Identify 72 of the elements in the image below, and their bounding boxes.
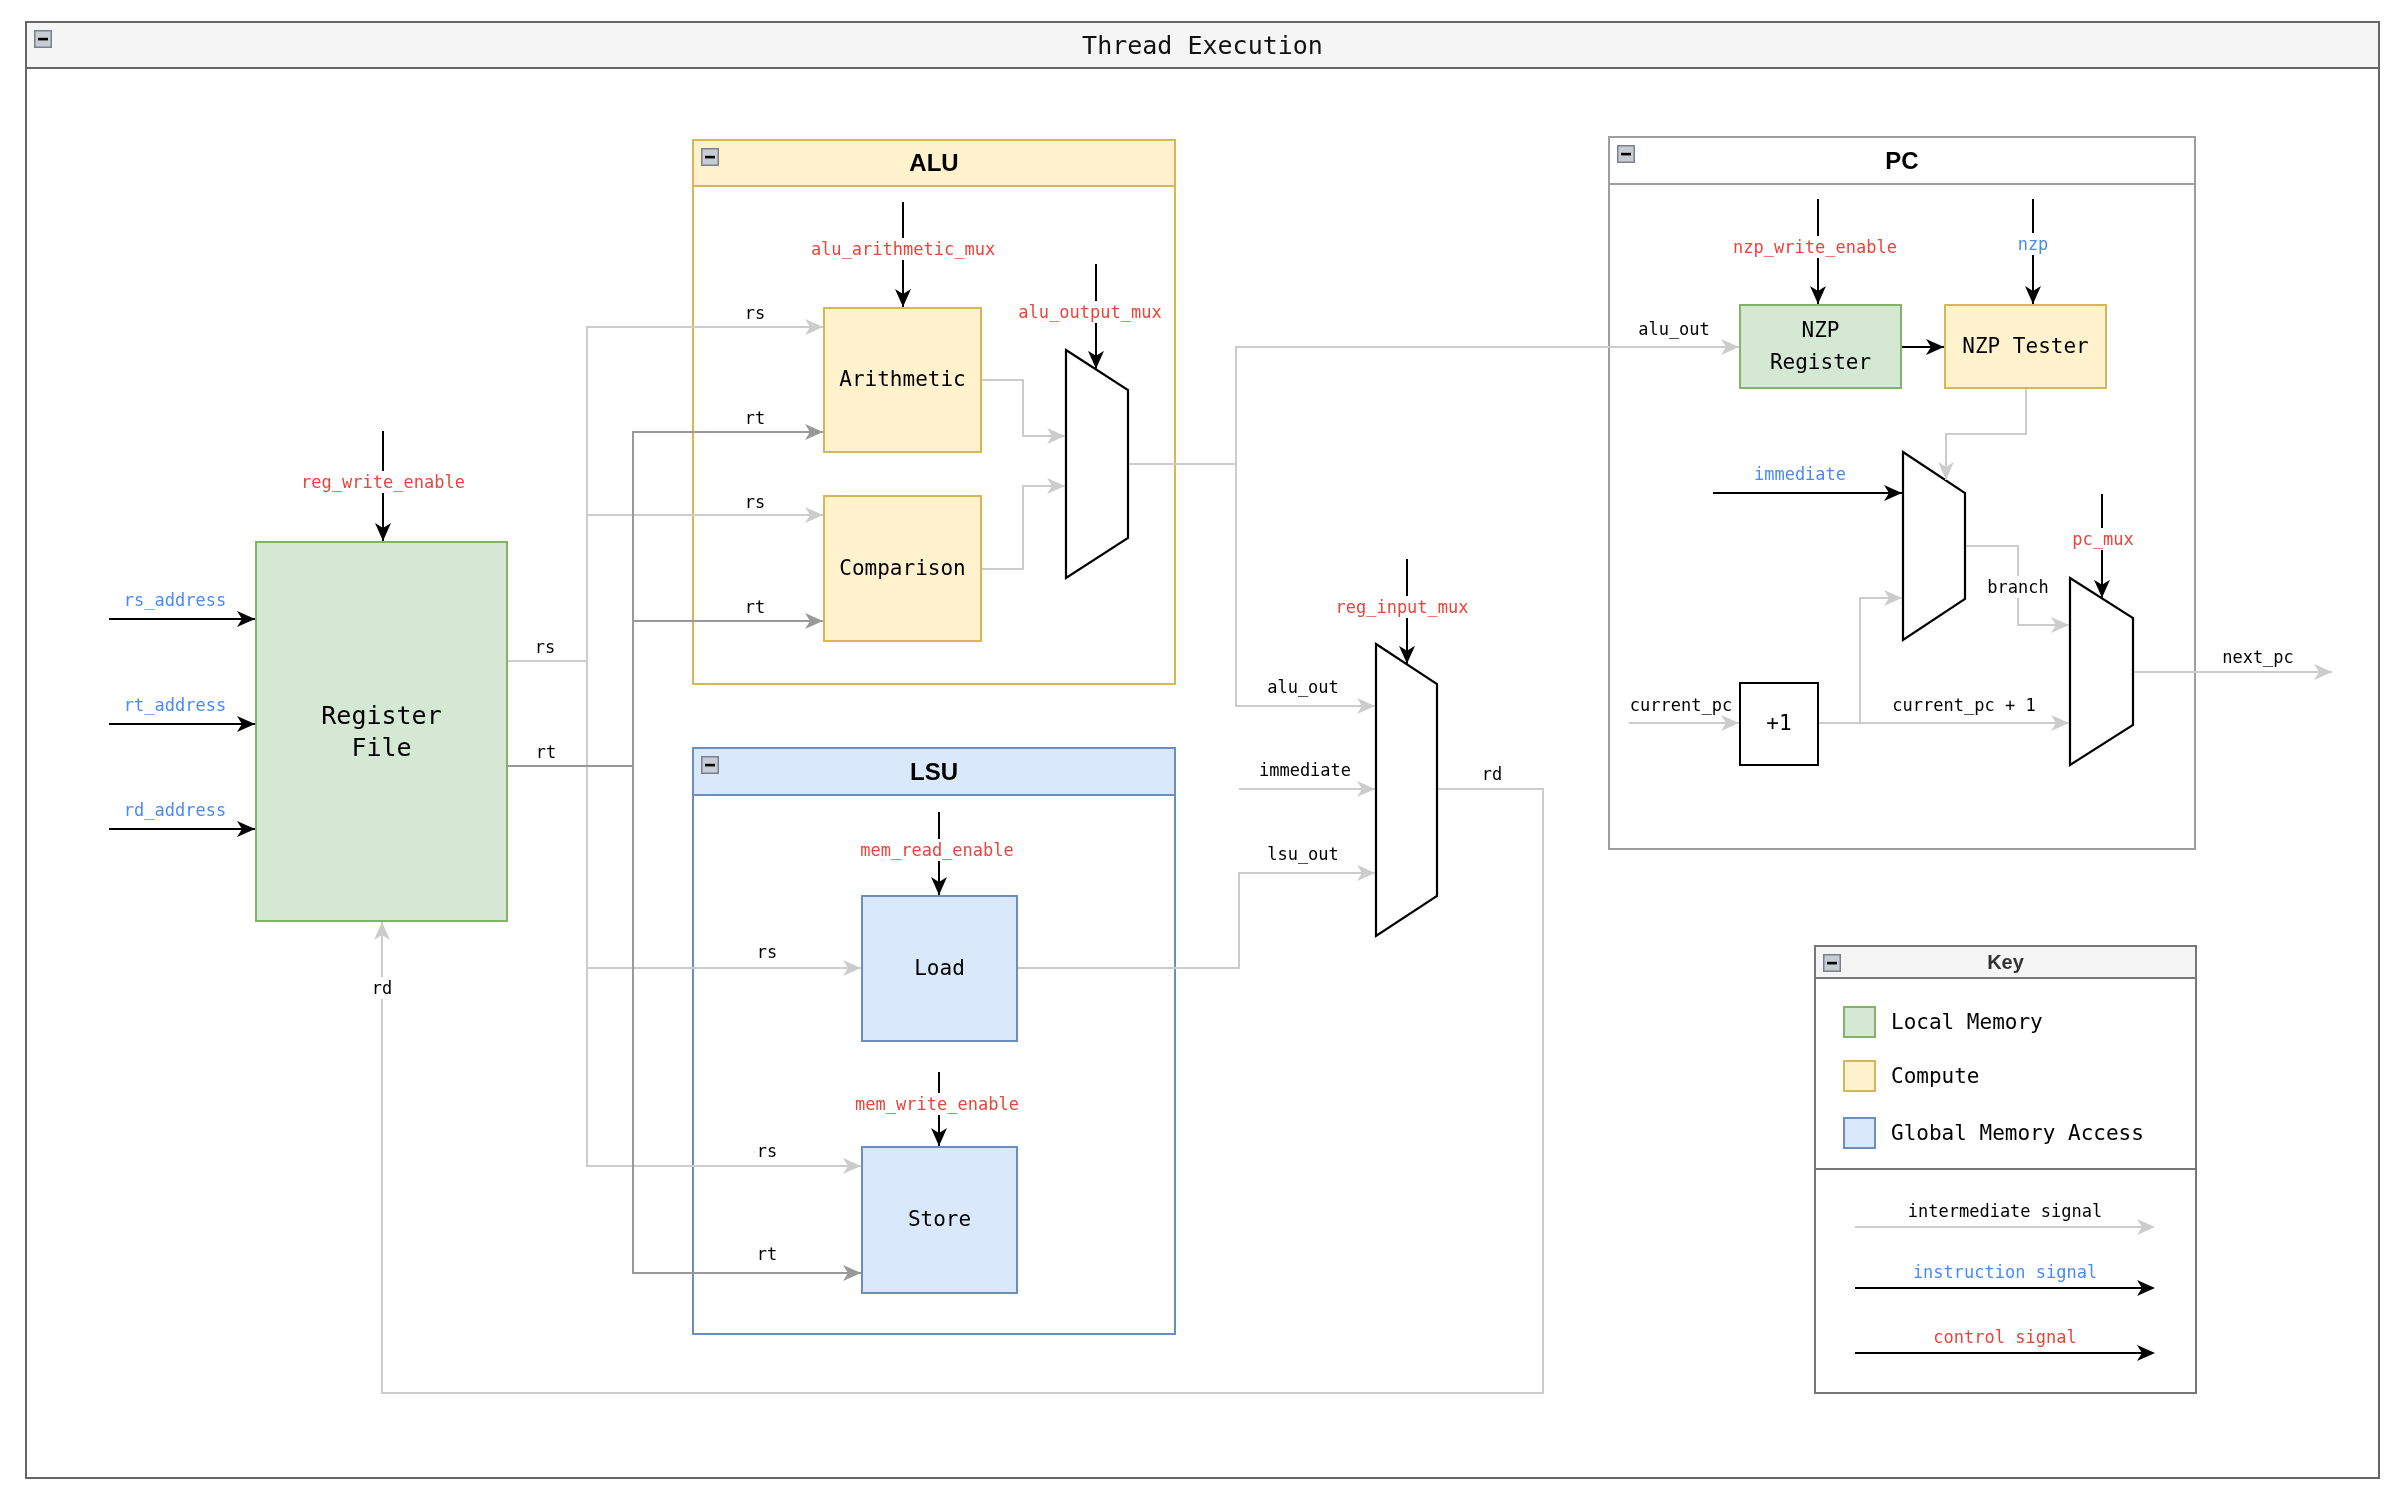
arrow bbox=[1628, 715, 1740, 731]
frame-panel bbox=[25, 21, 2380, 1479]
component-box bbox=[823, 495, 982, 642]
signal-label: rt_address bbox=[123, 694, 227, 716]
signal-label: rs_address bbox=[123, 589, 227, 611]
arrow bbox=[108, 716, 256, 732]
multiplexer-symbol bbox=[1902, 451, 1966, 641]
box-label: NZP Tester bbox=[1962, 333, 2089, 360]
box-label: Load bbox=[914, 955, 965, 982]
legend-panel bbox=[1814, 945, 2197, 1394]
module-panel bbox=[1608, 136, 2196, 850]
signal-label: immediate bbox=[1753, 463, 1847, 485]
arrow bbox=[374, 788, 1544, 1394]
signal-label: rs bbox=[756, 1140, 778, 1162]
multiplexer-symbol bbox=[1065, 349, 1129, 579]
box-label: +1 bbox=[1766, 711, 1792, 737]
arrow bbox=[1017, 865, 1376, 969]
signal-label: lsu_out bbox=[1267, 843, 1339, 865]
box-label: NZP Register bbox=[1768, 317, 1873, 376]
arrow bbox=[981, 478, 1066, 570]
panel-title: Key bbox=[1987, 950, 2024, 974]
box-label: Register File bbox=[320, 700, 443, 763]
signal-label: rs bbox=[534, 636, 556, 658]
panel-title: ALU bbox=[909, 149, 959, 177]
arrow bbox=[981, 379, 1066, 444]
legend-label: instruction signal bbox=[1912, 1261, 2098, 1283]
arrow bbox=[1712, 485, 1903, 501]
module-panel bbox=[692, 139, 1176, 685]
panel-title: Thread Execution bbox=[1082, 30, 1323, 60]
arrow bbox=[1238, 781, 1376, 797]
signal-label: rt bbox=[756, 1243, 778, 1265]
signal-label: rs bbox=[744, 302, 766, 324]
arrow bbox=[2133, 664, 2333, 680]
signal-label: rd bbox=[1481, 763, 1503, 785]
panel-title: PC bbox=[1885, 146, 1919, 175]
legend-label: Global Memory Access bbox=[1891, 1120, 2144, 1146]
component-box bbox=[1739, 304, 1902, 389]
component-box bbox=[1739, 682, 1819, 766]
arrow bbox=[1965, 545, 2070, 633]
box-label: Comparison bbox=[839, 555, 966, 582]
signal-label: rd_address bbox=[123, 799, 227, 821]
multiplexer-symbol bbox=[2069, 577, 2134, 766]
box-label: Arithmetic bbox=[839, 367, 966, 393]
legend-label: Local Memory bbox=[1891, 1009, 2043, 1035]
component-box bbox=[255, 541, 508, 922]
box-label: Store bbox=[907, 1207, 972, 1233]
signal-label: rt bbox=[535, 741, 557, 763]
component-box bbox=[861, 895, 1018, 1042]
module-panel bbox=[692, 747, 1176, 1335]
signal-label: alu_out bbox=[1638, 318, 1710, 340]
arrow bbox=[108, 821, 256, 837]
signal-label: rt bbox=[744, 407, 766, 429]
component-box bbox=[1944, 304, 2107, 389]
arrow bbox=[1818, 590, 1903, 724]
signal-label: alu_out bbox=[1267, 676, 1339, 698]
signal-label: immediate bbox=[1258, 759, 1352, 781]
signal-label: rt bbox=[744, 596, 766, 618]
arrow bbox=[1938, 388, 2027, 481]
legend-label: control signal bbox=[1933, 1326, 2077, 1348]
arrow bbox=[1901, 339, 1945, 355]
legend-label: Compute bbox=[1891, 1063, 1980, 1089]
signal-label: rs bbox=[744, 491, 766, 513]
arrow bbox=[108, 611, 256, 627]
signal-label: current_pc + 1 bbox=[1892, 694, 2036, 716]
component-box bbox=[823, 307, 982, 453]
signal-label: next_pc bbox=[2222, 646, 2294, 668]
component-box bbox=[861, 1146, 1018, 1294]
panel-title: LSU bbox=[910, 757, 958, 786]
signal-label: current_pc bbox=[1629, 694, 1733, 716]
signal-label: rs bbox=[756, 941, 778, 963]
multiplexer-symbol bbox=[1375, 643, 1438, 937]
legend-label: intermediate signal bbox=[1907, 1200, 2103, 1222]
